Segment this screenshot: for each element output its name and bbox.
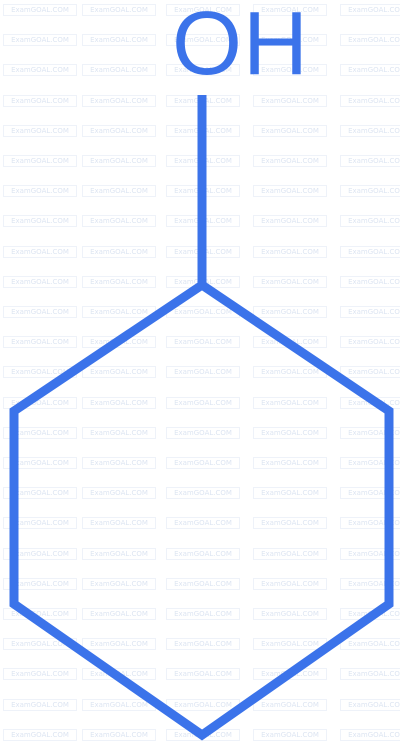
cyclohexane-ring: [9, 279, 394, 741]
hydroxyl-label: OH: [172, 0, 309, 94]
